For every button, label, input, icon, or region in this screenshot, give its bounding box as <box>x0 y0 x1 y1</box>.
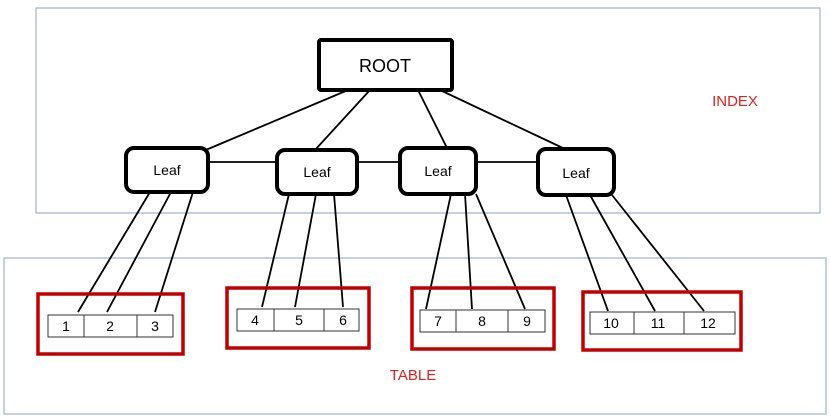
table-page-3: 7 8 9 <box>410 286 556 351</box>
pointer-leaf3-cell9 <box>475 193 526 310</box>
table-cell: 3 <box>151 318 159 334</box>
leaf-node-label: Leaf <box>424 163 451 179</box>
table-page-4: 10 11 12 <box>581 290 743 352</box>
leaf-node-4: Leaf <box>536 147 616 197</box>
pointer-leaf2-cell4 <box>261 193 290 308</box>
leaf-node-box <box>275 148 359 196</box>
root-node: ROOT <box>317 38 454 92</box>
root-leaf-4-line <box>439 89 566 150</box>
leaf-node-2: Leaf <box>275 148 359 196</box>
table-cell: 2 <box>106 318 114 334</box>
table-cell: 9 <box>523 313 531 329</box>
leaf-node-label: Leaf <box>562 165 589 181</box>
table-cell: 5 <box>295 312 303 328</box>
table-row-box <box>47 314 174 338</box>
index-region-box <box>35 7 821 214</box>
leaf-node-3: Leaf <box>398 146 478 196</box>
pointer-leaf3-cell8 <box>464 193 473 310</box>
root-leaf-connectors <box>200 89 566 153</box>
pointer-leaf1-cell1 <box>77 191 151 313</box>
root-node-box <box>317 38 454 92</box>
table-page-1: 1 2 3 <box>36 292 185 356</box>
table-page-2: 4 5 6 <box>225 286 371 350</box>
table-cell: 8 <box>478 313 486 329</box>
table-cell: 4 <box>251 312 259 328</box>
root-leaf-1-line <box>200 89 349 153</box>
table-page-frame <box>581 290 743 352</box>
table-cell: 6 <box>339 312 347 328</box>
leaf-node-label: Leaf <box>153 162 180 178</box>
table-cell: 11 <box>651 315 666 331</box>
table-page-frame <box>225 286 371 350</box>
table-region-box <box>3 257 827 415</box>
index-region-label: INDEX <box>712 93 758 110</box>
table-page-frame <box>36 292 185 356</box>
table-cell: 10 <box>603 315 619 331</box>
leaf-node-box <box>398 146 478 196</box>
table-cell: 12 <box>700 315 716 331</box>
root-node-label: ROOT <box>359 56 411 76</box>
root-leaf-3-line <box>417 89 448 149</box>
table-region-label: TABLE <box>390 367 436 384</box>
table-row-box <box>236 308 360 332</box>
leaf-node-box <box>536 147 616 197</box>
pointer-leaf2-cell6 <box>333 193 344 308</box>
table-page-frame <box>410 286 556 351</box>
pointer-leaf1-cell3 <box>154 191 194 313</box>
root-leaf-2-line <box>314 89 371 151</box>
leaf-node-label: Leaf <box>303 164 330 180</box>
table-cell: 7 <box>434 313 442 329</box>
table-cell: 1 <box>62 318 70 334</box>
table-row-box <box>589 311 736 335</box>
pointer-leaf3-cell7 <box>425 193 452 310</box>
table-row-box <box>419 309 546 333</box>
pointer-leaf1-cell2 <box>106 191 172 313</box>
leaf-node-box <box>124 146 210 194</box>
pointer-leaf2-cell5 <box>294 193 317 308</box>
leaf-node-1: Leaf <box>124 146 210 194</box>
